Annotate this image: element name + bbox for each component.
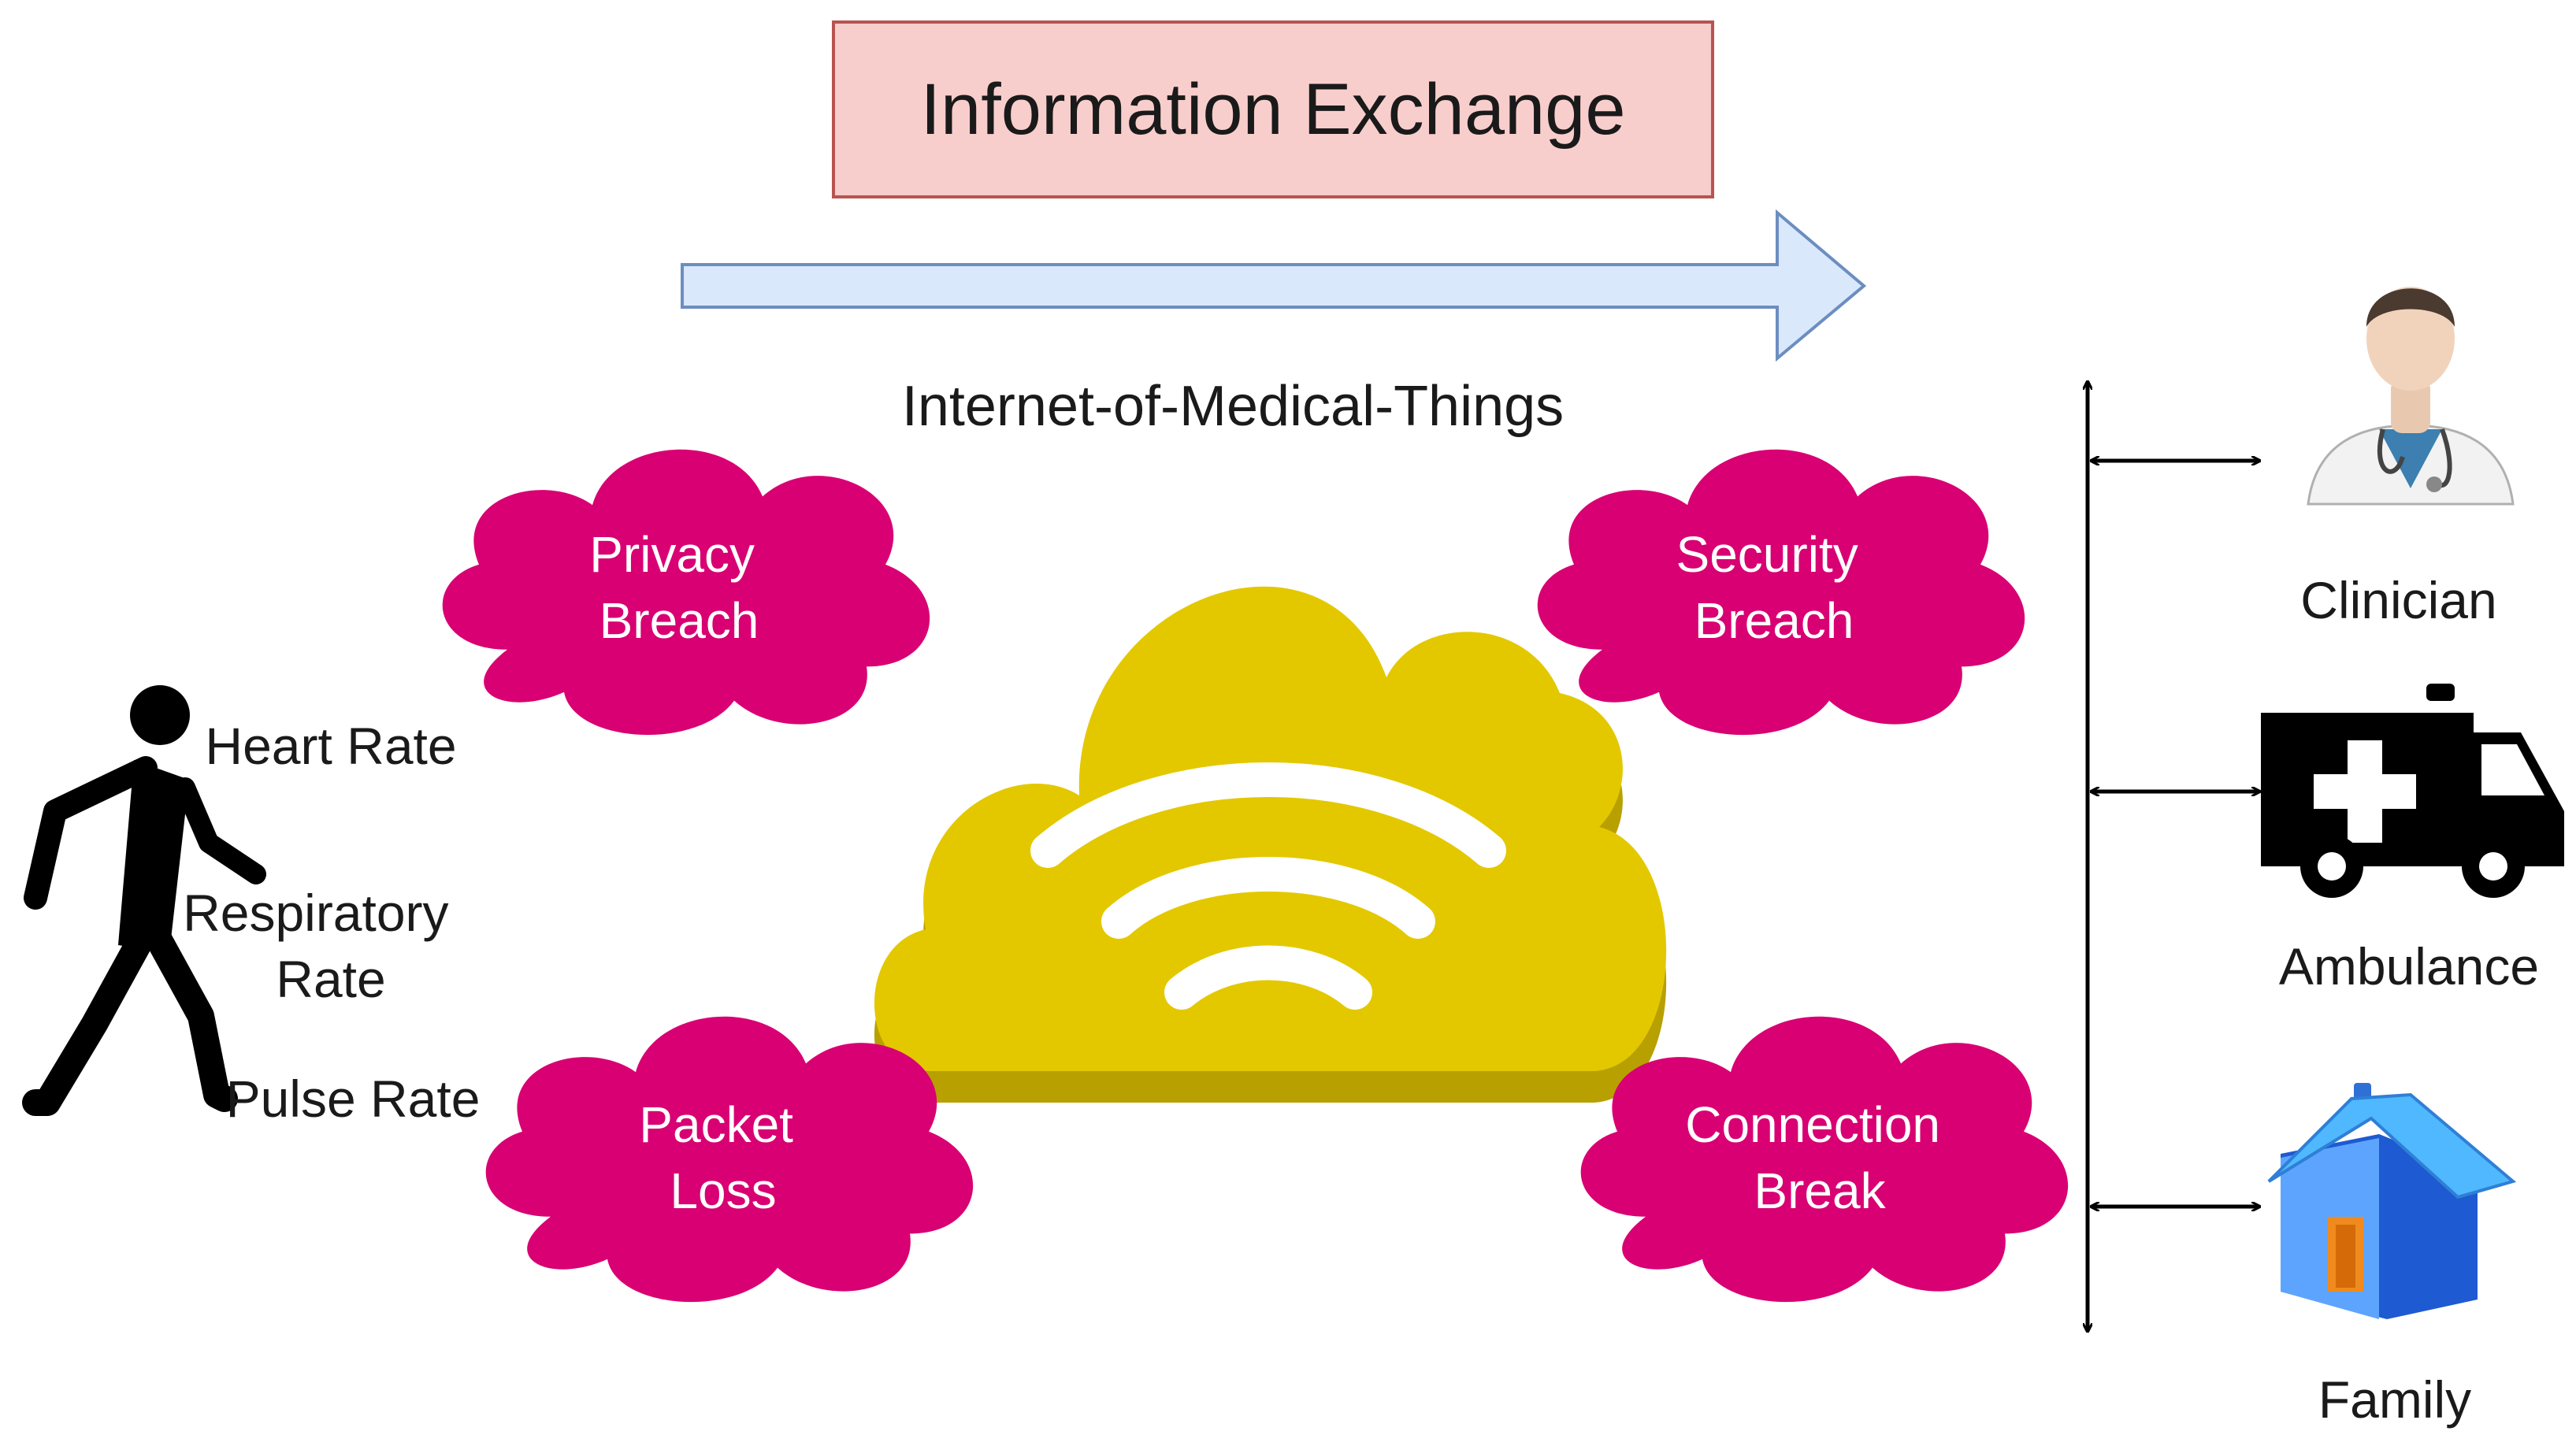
wifi-icon	[1030, 762, 1506, 1010]
recipient-label-clinician: Clinician	[2300, 571, 2496, 629]
threat-cloud-connection-break	[1580, 1016, 2069, 1303]
threat-label-privacy: Privacy Breach	[589, 526, 769, 649]
iot-cloud-icon	[874, 586, 1667, 1103]
threat-label-security: Security Breach	[1676, 526, 1873, 649]
title-text: Information Exchange	[921, 69, 1626, 150]
ambulance-icon	[2261, 684, 2564, 898]
clinician-icon	[2307, 287, 2515, 506]
house-icon	[2267, 1083, 2517, 1319]
title-box	[832, 20, 1714, 198]
signal-label-respiratory-rate: Respiratory Rate	[183, 884, 463, 1008]
threat-label-packet-loss: Packet Loss	[639, 1096, 807, 1219]
threat-label-connection-break: Connection Break	[1685, 1096, 1954, 1219]
threat-cloud-packet-loss	[485, 1016, 974, 1303]
recipient-label-ambulance: Ambulance	[2279, 937, 2539, 996]
recipient-label-family: Family	[2318, 1370, 2471, 1429]
patient-walking-icon	[22, 685, 266, 1116]
signal-label-pulse-rate: Pulse Rate	[226, 1070, 481, 1128]
signal-label-heart-rate: Heart Rate	[205, 717, 456, 775]
information-flow-arrow	[681, 209, 1867, 362]
subtitle-text: Internet-of-Medical-Things	[902, 375, 1564, 438]
